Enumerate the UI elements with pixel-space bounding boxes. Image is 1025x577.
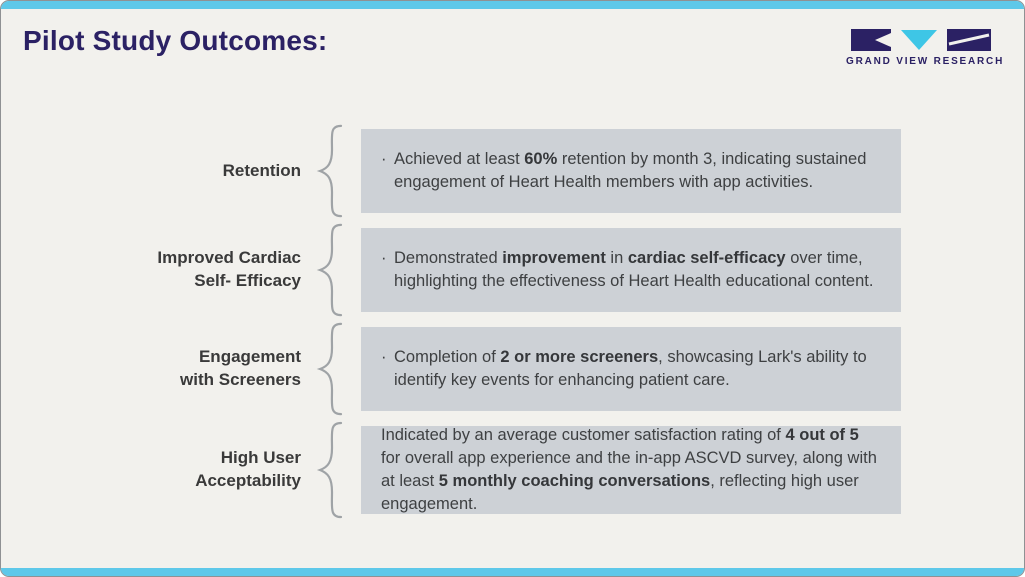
curly-brace-icon (315, 420, 345, 520)
curly-brace-icon (315, 123, 345, 219)
bullet-dot: · (381, 348, 387, 366)
bottom-accent-bar (1, 568, 1024, 576)
outcome-text-body: Demonstrated improvement in cardiac self… (394, 249, 874, 290)
top-accent-bar (1, 1, 1024, 9)
outcome-text-body: Indicated by an average customer satisfa… (381, 426, 877, 513)
outcome-label: High User Acceptability (195, 448, 301, 490)
curly-brace-icon (315, 321, 345, 417)
brand-logo: GRAND VIEW RESEARCH (846, 28, 1005, 67)
outcome-row-screeners: Engagement with Screeners · Completion of… (41, 327, 901, 411)
outcome-row-retention: Retention · Achieved at least 60% retenti… (41, 129, 901, 213)
page-title: Pilot Study Outcomes: (23, 25, 328, 56)
outcome-label: Retention (222, 160, 301, 180)
outcome-text: · Achieved at least 60% retention by mont… (381, 148, 881, 194)
bullet-dot: · (381, 249, 387, 267)
outcome-text: Indicated by an average customer satisfa… (381, 424, 881, 516)
outcome-row-cardiac-self-efficacy: Improved Cardiac Self- Efficacy · Demonst… (41, 228, 901, 312)
outcome-box: Indicated by an average customer satisfa… (361, 426, 901, 514)
outcome-box: · Completion of 2 or more screeners, show… (361, 327, 901, 411)
outcome-text-body: Achieved at least 60% retention by month… (394, 150, 867, 191)
bullet-dot: · (381, 150, 387, 168)
brand-logo-icon (851, 29, 991, 51)
curly-brace-icon (315, 222, 345, 318)
outcome-text: · Demonstrated improvement in cardiac sel… (381, 247, 881, 293)
outcome-label: Engagement with Screeners (180, 347, 301, 389)
brand-logo-text: GRAND VIEW RESEARCH (846, 56, 1005, 67)
outcome-row-user-acceptability: High User Acceptability Indicated by an … (41, 426, 901, 514)
outcome-text-body: Completion of 2 or more screeners, showc… (394, 348, 867, 389)
outcome-box: · Achieved at least 60% retention by mont… (361, 129, 901, 213)
outcome-text: · Completion of 2 or more screeners, show… (381, 346, 881, 392)
outcome-box: · Demonstrated improvement in cardiac sel… (361, 228, 901, 312)
outcome-label: Improved Cardiac Self- Efficacy (157, 248, 301, 290)
